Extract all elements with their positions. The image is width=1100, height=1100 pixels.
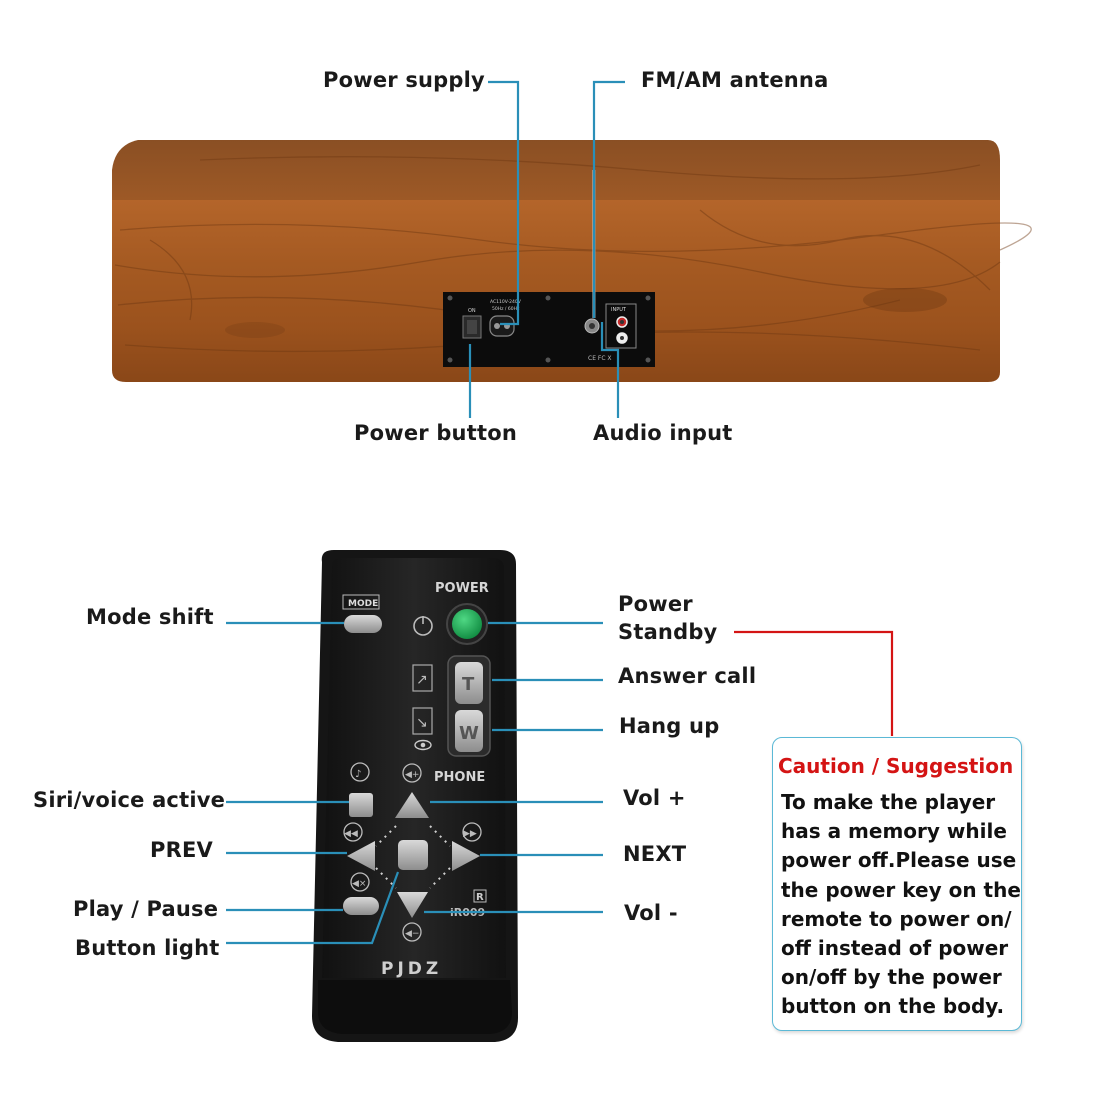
svg-text:◀◀: ◀◀ <box>344 829 358 839</box>
label-power-supply: Power supply <box>323 68 485 92</box>
remote-brand: PJDZ <box>381 959 442 979</box>
vol-up-small-icon: ◀+ <box>402 763 422 783</box>
remote-control: POWER MODE ↗ ↘ T W PHONE <box>312 550 518 1042</box>
hangup-icon <box>412 707 433 735</box>
caution-line: button on the body. <box>781 994 1005 1019</box>
back-panel: ON AC110V-240V 50Hz / 60Hz INPUT CE FC X <box>443 292 655 367</box>
play-pause-button[interactable] <box>343 897 379 915</box>
caution-text: To make the player has a memory while po… <box>781 788 1021 1022</box>
caution-line: on/off by the power <box>781 965 1002 990</box>
remote-r-mark: R <box>476 892 484 903</box>
svg-text:▶▶: ▶▶ <box>463 829 477 839</box>
button-light-dots <box>375 825 451 889</box>
mute-icon: ◀× <box>350 872 370 892</box>
label-audio-input: Audio input <box>593 421 733 445</box>
label-next: NEXT <box>623 842 687 866</box>
next-icon: ▶▶ <box>462 822 482 842</box>
prev-icon: ◀◀ <box>343 822 363 842</box>
panel-voltage-2: 50Hz / 60Hz <box>492 306 520 312</box>
svg-text:◀+: ◀+ <box>405 770 419 780</box>
answer-icon <box>412 664 433 692</box>
caution-line: has a memory while <box>781 819 1007 844</box>
mode-button[interactable]: MODE <box>342 594 382 633</box>
panel-input-label: INPUT <box>611 307 627 313</box>
w-key-text: W <box>459 723 479 744</box>
label-siri-voice: Siri/voice active <box>33 788 226 812</box>
vol-up-button[interactable] <box>395 792 429 818</box>
svg-text:♪: ♪ <box>355 769 361 780</box>
eye-icon <box>414 739 432 751</box>
caution-line: off instead of power <box>781 936 1009 961</box>
panel-voltage-1: AC110V-240V <box>490 299 522 305</box>
t-key-text: T <box>462 674 475 695</box>
label-power-button: Power button <box>354 421 517 445</box>
label-answer-call: Answer call <box>618 664 757 688</box>
label-mode-shift: Mode shift <box>86 605 214 629</box>
prev-button[interactable] <box>347 841 375 871</box>
remote-power-text: POWER <box>435 581 489 596</box>
caution-line: remote to power on/ <box>781 906 1012 931</box>
label-hang-up: Hang up <box>619 714 720 738</box>
remote-phone-text: PHONE <box>434 770 485 785</box>
caution-line: power off.Please use <box>781 848 1017 873</box>
label-vol-down: Vol - <box>624 901 678 925</box>
svg-text:↗: ↗ <box>416 672 428 688</box>
next-button[interactable] <box>452 841 480 871</box>
label-play-pause: Play / Pause <box>73 897 219 921</box>
panel-on-label: ON <box>468 308 476 314</box>
caution-box: Caution / Suggestion To make the player … <box>772 737 1022 1031</box>
siri-icon: ♪ <box>350 762 370 782</box>
caution-line: the power key on the <box>781 877 1021 902</box>
label-power: Power <box>618 592 693 616</box>
tw-rocker[interactable]: T W <box>447 655 491 757</box>
remote-mode-text: MODE <box>348 599 378 609</box>
caution-leader-line <box>734 630 894 736</box>
vol-down-button[interactable] <box>397 892 428 918</box>
power-icon <box>413 616 433 636</box>
siri-button[interactable] <box>349 793 373 817</box>
label-standby: Standby <box>618 620 718 644</box>
caution-title: Caution / Suggestion <box>778 754 1014 778</box>
center-button[interactable] <box>398 840 428 870</box>
label-fm-am-antenna: FM/AM antenna <box>641 68 829 92</box>
speaker-leader-lines <box>468 80 625 418</box>
svg-text:CE FC X: CE FC X <box>588 355 612 362</box>
label-prev: PREV <box>150 838 213 862</box>
svg-text:↘: ↘ <box>416 715 428 731</box>
ac-socket[interactable] <box>489 315 515 337</box>
svg-text:◀×: ◀× <box>352 879 366 889</box>
power-key[interactable] <box>446 603 488 645</box>
remote-leader-lines <box>226 621 603 945</box>
caution-line: To make the player <box>781 790 996 814</box>
label-vol-up: Vol + <box>623 786 686 810</box>
vol-down-small-icon: ◀− <box>402 922 422 942</box>
svg-text:◀−: ◀− <box>405 929 419 939</box>
antenna-connector[interactable] <box>584 318 600 334</box>
speaker-body <box>112 140 1032 382</box>
label-button-light: Button light <box>75 936 220 960</box>
rca-inputs[interactable] <box>616 316 628 344</box>
